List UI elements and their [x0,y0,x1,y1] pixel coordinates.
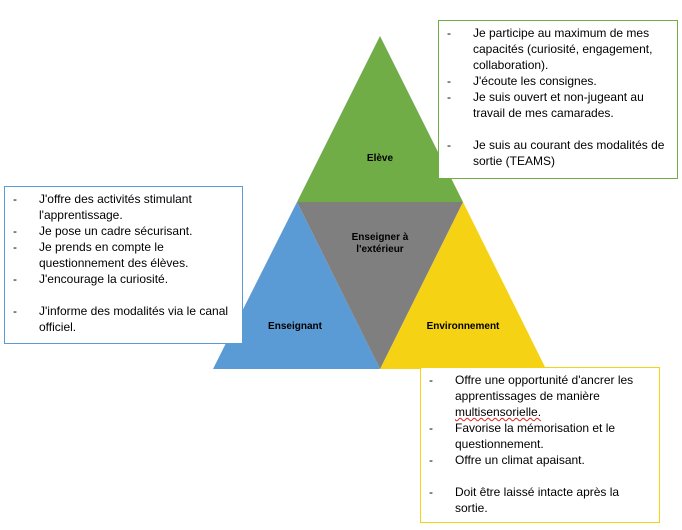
list-item: J'offre des activités stimulant l'appren… [13,191,236,223]
list-item: Je pose un cadre sécurisant. [13,223,236,239]
list-item: J'écoute les consignes. [447,73,671,89]
enseignant-triangle [213,202,380,369]
list-item: Je prends en compte le questionnement de… [13,239,236,271]
label-eleve: Elève [366,153,394,164]
center-triangle [297,202,463,369]
item-text: Offre une opportunité d'ancrer les appre… [455,373,634,403]
list-item: Je participe au maximum de mes capacités… [447,25,671,73]
label-center: Enseigner à l'extérieur [351,232,409,255]
list-item: Offre un climat apaisant. [429,452,653,468]
eleve-triangle [297,36,463,202]
list-item: J'encourage la curiosité. [13,271,236,287]
item-text-spellchecked: multisensorielle. [455,405,542,419]
eleve-box: Je participe au maximum de mes capacités… [438,20,678,179]
enseignant-box: J'offre des activités stimulant l'appren… [4,186,243,344]
label-enseignant: Enseignant [268,321,322,332]
label-environnement: Environnement [426,321,500,332]
environnement-triangle [380,202,546,369]
list-item: Favorise la mémorisation et le questionn… [429,420,653,452]
list-item: Doit être laissé intacte après la sortie… [429,484,653,516]
list-item: J'informe des modalités via le canal off… [13,303,236,335]
list-item: Je suis au courant des modalités de sort… [447,137,671,169]
list-item: Offre une opportunité d'ancrer les appre… [429,372,653,420]
list-item: Je suis ouvert et non-jugeant au travail… [447,89,671,121]
environnement-box: Offre une opportunité d'ancrer les appre… [420,367,660,523]
